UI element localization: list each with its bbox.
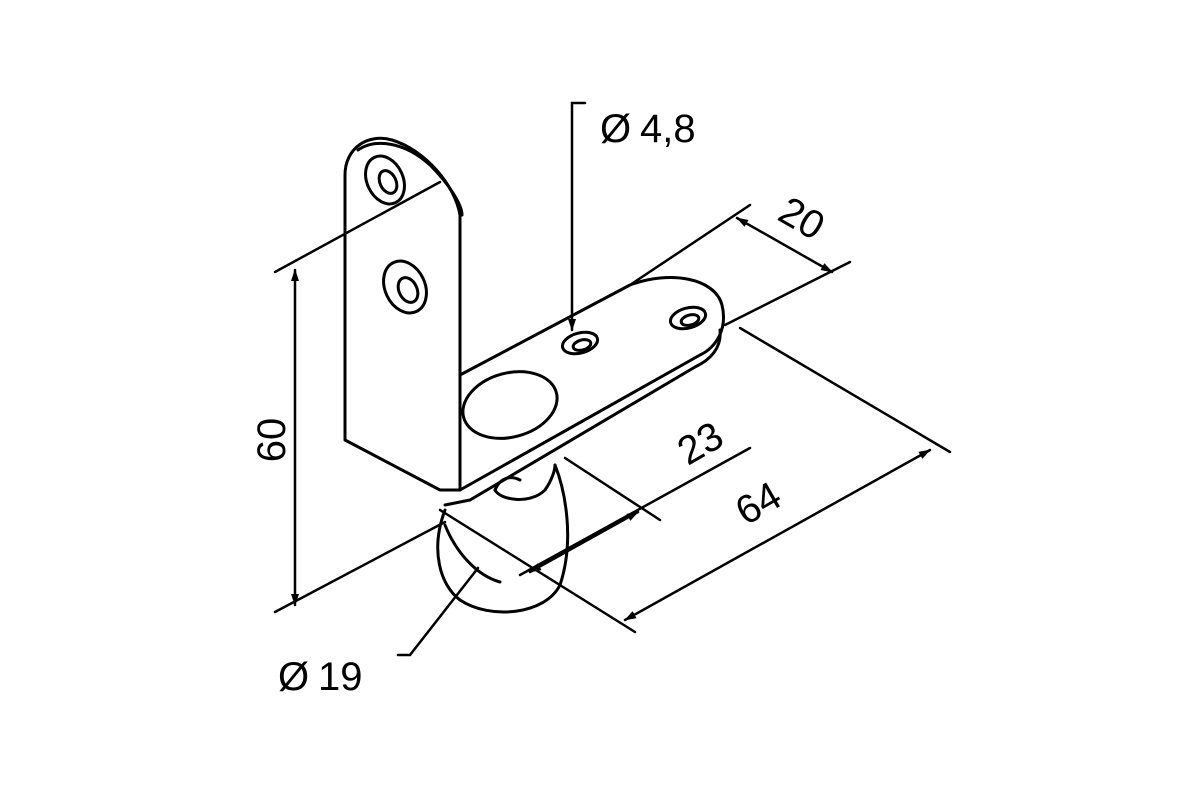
dimension-length-label: 64 [728, 474, 789, 534]
plate-hole-end-icon [668, 305, 708, 331]
dimension-height-label: 60 [250, 418, 294, 463]
hinge-part [343, 136, 725, 614]
lower-hole-icon [382, 259, 428, 315]
dimension-plate-width: 20 [628, 189, 852, 327]
dimension-height: 60 [250, 180, 447, 614]
diameter-symbol-hole: Ø [600, 107, 631, 151]
vertical-plate-thickness [356, 141, 464, 217]
callout-pin-label: 19 [318, 655, 363, 699]
callout-pin-diameter: Ø 19 [278, 566, 480, 699]
horizontal-plate [458, 276, 725, 492]
upper-hole-icon [364, 154, 406, 206]
pivot-pin-shade [443, 523, 502, 584]
horizontal-plate-edge [443, 328, 722, 507]
callout-hole-label: 4,8 [640, 107, 696, 151]
plate-hole-center-icon [560, 330, 600, 356]
pivot-pin-collar [493, 463, 557, 501]
dimension-plate-width-label: 20 [771, 189, 832, 249]
callout-hole-diameter: Ø 4,8 [568, 101, 696, 332]
diameter-symbol-pin: Ø [278, 655, 309, 699]
pivot-opening [461, 370, 559, 440]
